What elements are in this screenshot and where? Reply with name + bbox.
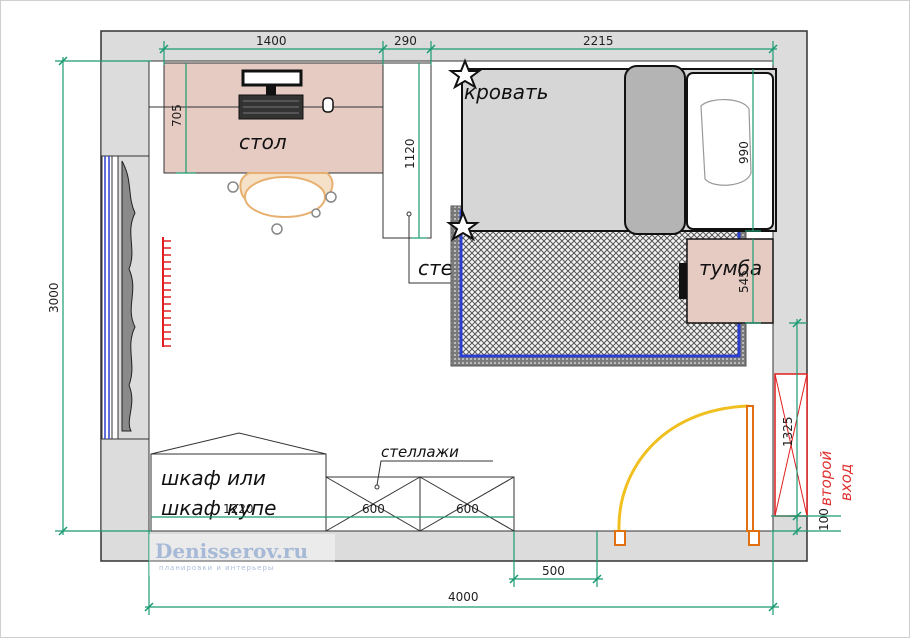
dim-nightstand-depth: 545 — [737, 270, 751, 293]
watermark-title: Denisserov.ru — [155, 539, 308, 563]
dimension-ticks — [58, 44, 802, 612]
shelves-label: стеллажи — [381, 443, 459, 461]
second-entrance-label-line2: вход — [837, 464, 855, 501]
dim-rack-width: 290 — [394, 34, 417, 48]
wardrobe-label-line1: шкаф или — [161, 466, 266, 490]
dim-shelf-1-width: 600 — [362, 502, 385, 516]
star-icon — [448, 58, 482, 90]
dim-bed-length: 2215 — [583, 34, 614, 48]
desk-label: стол — [239, 130, 287, 154]
bed: кровать — [446, 58, 777, 242]
dimension-lines — [55, 41, 841, 615]
dim-wardrobe-width: 1220 — [223, 502, 254, 516]
dim-rack-length: 1120 — [403, 138, 417, 169]
office-chair — [227, 172, 337, 235]
dim-room-width: 4000 — [448, 590, 479, 604]
dim-desk-width: 1400 — [256, 34, 287, 48]
radiator — [162, 237, 171, 347]
star-icon — [446, 210, 480, 242]
desk: стол — [149, 62, 384, 174]
dim-bed-width: 990 — [737, 141, 751, 164]
pillow-icon — [700, 99, 752, 186]
dim-room-height: 3000 — [47, 282, 61, 313]
watermark-subtitle: планировки и интерьеры — [159, 564, 274, 572]
wardrobe-label-line2: шкаф купе — [161, 496, 276, 520]
second-entrance: второй вход — [774, 373, 855, 517]
entrance-door — [614, 404, 760, 546]
dim-wall-offset: 100 — [817, 508, 831, 531]
shelves: стеллажи — [325, 443, 515, 532]
dim-desk-depth: 705 — [170, 104, 184, 127]
nightstand-label: тумба — [699, 256, 762, 280]
dim-shelf-2-width: 600 — [456, 502, 479, 516]
curtain — [121, 160, 136, 432]
second-entrance-label-line1: второй — [817, 451, 835, 506]
wardrobe: шкаф или шкаф купе — [150, 432, 327, 532]
dim-second-door-width: 1325 — [781, 416, 795, 447]
monitor-icon — [241, 69, 303, 87]
dim-door-offset: 500 — [542, 564, 565, 578]
nightstand: тумба — [679, 238, 774, 324]
mouse-icon — [322, 97, 334, 113]
watermark: Denisserov.ru планировки и интерьеры — [149, 534, 335, 576]
window — [101, 155, 119, 440]
bed-label: кровать — [464, 80, 549, 104]
